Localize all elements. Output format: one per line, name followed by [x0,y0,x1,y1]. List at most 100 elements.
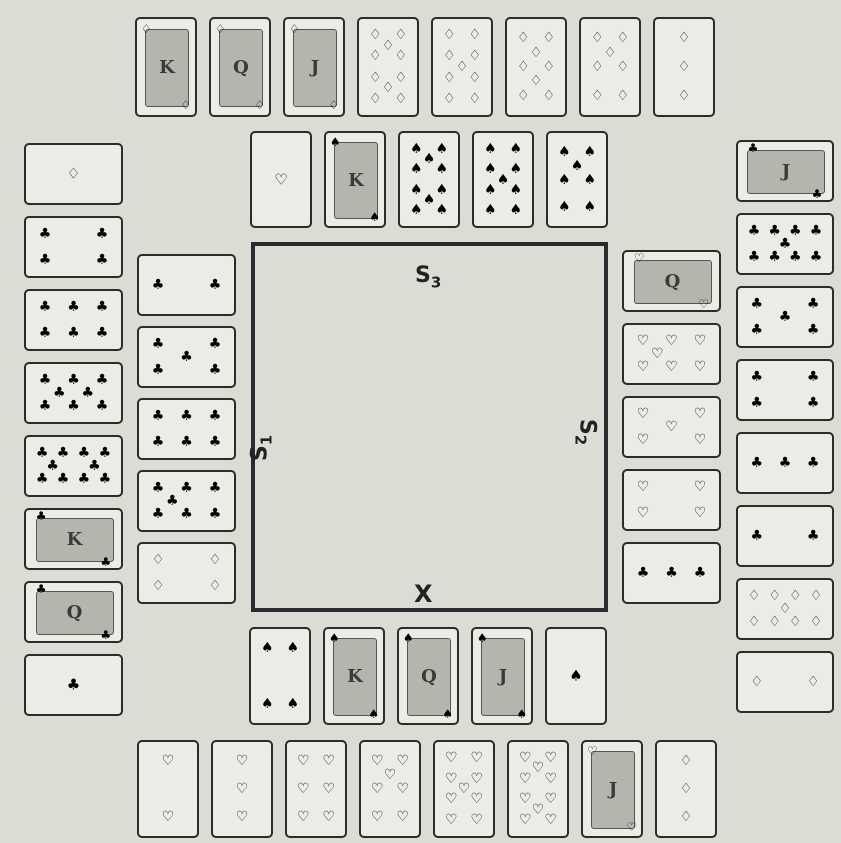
club-icon: ♣ [209,435,222,449]
card-3-of-hearts[interactable]: ♡♡♡ [211,740,273,838]
card-7-of-hearts[interactable]: ♡♡♡♡♡♡♡ [359,740,421,838]
heart-icon: ♡ [322,782,335,796]
spade-icon: ♠ [261,641,274,655]
card-ace-of-diamonds[interactable]: ♢ [24,143,123,205]
heart-icon: ♡ [519,751,532,765]
label-s2: S2 [572,419,597,445]
card-king-of-clubs[interactable]: K♣♣ [24,508,123,570]
card-2-of-clubs[interactable]: ♣♣ [137,254,236,316]
heart-icon: ♡ [637,433,650,447]
card-king-of-spades[interactable]: K♠♠ [324,131,386,228]
card-queen-of-diamonds[interactable]: Q♢♢ [209,17,271,117]
card-6-of-clubs[interactable]: ♣♣♣♣♣♣ [137,398,236,460]
card-ace-of-clubs[interactable]: ♣ [24,654,123,716]
club-icon: ♣ [39,399,52,413]
heart-icon: ♡ [626,821,637,833]
card-8-of-clubs[interactable]: ♣♣♣♣♣♣♣♣ [24,362,123,424]
card-4-of-spades[interactable]: ♠♠♠♠ [249,627,311,725]
heart-icon: ♡ [297,754,310,768]
card-jack-of-diamonds[interactable]: J♢♢ [283,17,345,117]
card-ace-of-spades[interactable]: ♠ [545,627,607,725]
card-10-of-diamonds[interactable]: ♢♢♢♢♢♢♢♢♢♢ [357,17,419,117]
diamond-icon: ♢ [382,39,395,53]
card-7-of-spades[interactable]: ♠♠♠♠♠♠♠ [546,131,608,228]
card-4-of-clubs[interactable]: ♣♣♣♣ [24,216,123,278]
club-icon: ♣ [152,363,165,377]
heart-icon: ♡ [519,772,532,786]
card-7-of-diamonds[interactable]: ♢♢♢♢♢♢♢ [579,17,641,117]
card-2-of-diamonds[interactable]: ♢♢ [736,651,834,713]
club-icon: ♣ [36,583,47,595]
card-6-of-clubs[interactable]: ♣♣♣♣♣♣ [24,289,123,351]
card-3-of-clubs[interactable]: ♣♣♣ [622,542,721,604]
diamond-icon: ♢ [443,28,456,42]
label-s3-letter: S [415,263,431,288]
diamond-icon: ♢ [616,60,629,74]
label-s2-letter: S [575,419,600,435]
jack-portrait: J [591,751,635,828]
spade-icon: ♠ [497,173,510,187]
spade-icon: ♠ [423,193,436,207]
card-queen-of-hearts[interactable]: Q♡♡ [622,250,721,312]
heart-icon: ♡ [470,813,483,827]
club-icon: ♣ [96,326,109,340]
diamond-icon: ♢ [591,31,604,45]
card-2-of-clubs[interactable]: ♣♣ [736,505,834,567]
card-4-of-hearts[interactable]: ♡♡♡♡ [622,469,721,531]
card-9-of-diamonds[interactable]: ♢♢♢♢♢♢♢♢♢ [431,17,493,117]
card-9-of-clubs[interactable]: ♣♣♣♣♣♣♣♣♣ [736,213,834,275]
card-9-of-diamonds[interactable]: ♢♢♢♢♢♢♢♢♢ [736,578,834,640]
card-king-of-spades[interactable]: K♠♠ [323,627,385,725]
club-icon: ♣ [751,323,764,337]
club-icon: ♣ [99,446,112,460]
label-s1: S1 [249,435,274,461]
card-ace-of-hearts[interactable]: ♡ [250,131,312,228]
card-10-of-hearts[interactable]: ♡♡♡♡♡♡♡♡♡♡ [507,740,569,838]
club-icon: ♣ [807,396,820,410]
card-4-of-diamonds[interactable]: ♢♢♢♢ [137,542,236,604]
card-4-of-clubs[interactable]: ♣♣♣♣ [736,359,834,421]
card-6-of-hearts[interactable]: ♡♡♡♡♡♡ [285,740,347,838]
card-jack-of-clubs[interactable]: J♣♣ [736,140,834,202]
card-3-of-diamonds[interactable]: ♢♢♢ [655,740,717,838]
card-3-of-diamonds[interactable]: ♢♢♢ [653,17,715,117]
card-5-of-clubs[interactable]: ♣♣♣♣♣ [137,326,236,388]
card-7-of-clubs[interactable]: ♣♣♣♣♣♣♣ [137,470,236,532]
card-9-of-hearts[interactable]: ♡♡♡♡♡♡♡♡♡ [433,740,495,838]
spade-icon: ♠ [442,708,453,720]
card-queen-of-clubs[interactable]: Q♣♣ [24,581,123,643]
club-icon: ♣ [100,556,111,568]
card-7-of-hearts[interactable]: ♡♡♡♡♡♡♡ [622,323,721,385]
card-jack-of-spades[interactable]: J♠♠ [471,627,533,725]
club-icon: ♣ [39,373,52,387]
heart-icon: ♡ [694,433,707,447]
club-icon: ♣ [180,350,193,364]
diamond-icon: ♢ [180,99,191,111]
diamond-icon: ♢ [443,49,456,63]
rank-letter: K [348,170,364,191]
spade-icon: ♠ [410,142,423,156]
club-icon: ♣ [39,300,52,314]
rank-letter: K [159,57,175,78]
diamond-icon: ♢ [591,60,604,74]
card-5-of-hearts[interactable]: ♡♡♡♡♡ [622,396,721,458]
diamond-icon: ♢ [382,81,395,95]
card-2-of-hearts[interactable]: ♡♡ [137,740,199,838]
spade-icon: ♠ [330,136,341,148]
card-jack-of-hearts[interactable]: J♡♡ [581,740,643,838]
card-8-of-diamonds[interactable]: ♢♢♢♢♢♢♢♢ [505,17,567,117]
club-icon: ♣ [748,224,761,238]
diamond-icon: ♢ [394,28,407,42]
card-3-of-clubs[interactable]: ♣♣♣ [736,432,834,494]
heart-icon: ♡ [694,506,707,520]
card-9-of-spades[interactable]: ♠♠♠♠♠♠♠♠♠ [472,131,534,228]
heart-icon: ♡ [371,810,384,824]
card-10-of-spades[interactable]: ♠♠♠♠♠♠♠♠♠♠ [398,131,460,228]
card-10-of-clubs[interactable]: ♣♣♣♣♣♣♣♣♣♣ [24,435,123,497]
card-king-of-diamonds[interactable]: K♢♢ [135,17,197,117]
spade-icon: ♠ [484,142,497,156]
card-queen-of-spades[interactable]: Q♠♠ [397,627,459,725]
center-square[interactable] [251,242,608,612]
card-5-of-clubs[interactable]: ♣♣♣♣♣ [736,286,834,348]
club-icon: ♣ [665,566,678,580]
